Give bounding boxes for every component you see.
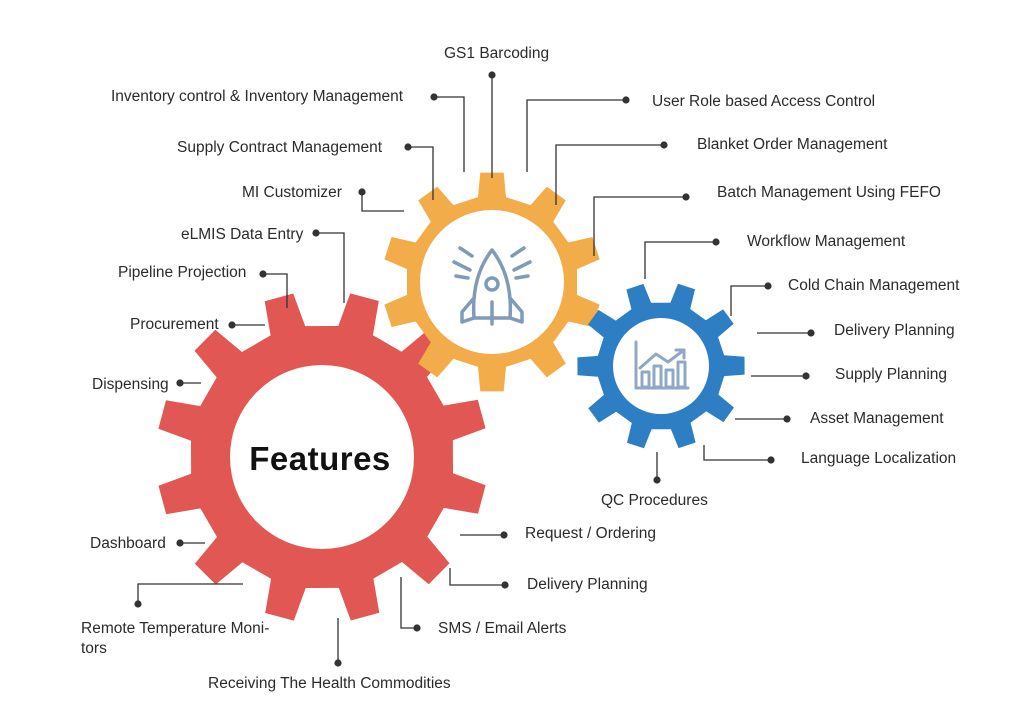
connector-line <box>408 146 434 200</box>
label-mi-customizer: MI Customizer <box>242 184 342 201</box>
label-elmis-data-entry: eLMIS Data Entry <box>181 226 304 243</box>
connector-dot <box>767 456 775 464</box>
label-delivery-planning-right: Delivery Planning <box>834 322 955 339</box>
growth-chart-icon <box>634 340 690 390</box>
connector-dot <box>134 600 142 608</box>
connector-line <box>730 285 768 316</box>
label-blanket-order: Blanket Order Management <box>697 136 888 153</box>
connector-dot <box>802 372 810 380</box>
connector-dot <box>807 329 815 337</box>
connector-dot <box>404 143 412 151</box>
connector-dot <box>430 93 438 101</box>
label-pipeline-projection: Pipeline Projection <box>118 264 247 281</box>
connector-dot <box>682 193 690 201</box>
red-gear <box>158 293 486 621</box>
connector-line <box>400 577 417 629</box>
connector-line <box>434 96 465 172</box>
label-remote-temperature-line2: tors <box>81 640 107 657</box>
label-sms-email-alerts: SMS / Email Alerts <box>438 620 567 637</box>
label-supply-planning: Supply Planning <box>835 366 948 383</box>
label-cold-chain: Cold Chain Management <box>788 277 960 294</box>
connector-line <box>361 192 404 212</box>
connector-dot <box>501 581 509 589</box>
connector-dot <box>358 188 366 196</box>
connector-dot <box>660 141 668 149</box>
connector-dot <box>764 282 772 290</box>
label-batch-management: Batch Management Using FEFO <box>717 184 941 201</box>
connector-dot <box>622 96 630 104</box>
connector-dot <box>228 321 236 329</box>
label-receiving-health-commodities: Receiving The Health Commodities <box>208 675 451 692</box>
rocket-icon <box>452 246 532 326</box>
label-dashboard: Dashboard <box>90 535 166 552</box>
connector-dot <box>712 238 720 246</box>
label-language-localization: Language Localization <box>801 450 957 467</box>
yellow-gear <box>384 172 600 392</box>
connector-lines <box>134 71 815 667</box>
label-dispensing: Dispensing <box>92 376 169 393</box>
page-title: Features <box>249 440 391 477</box>
connector-line <box>644 241 716 279</box>
label-request-ordering: Request / Ordering <box>525 525 656 542</box>
connector-line <box>263 273 288 308</box>
label-gs1-barcoding: GS1 Barcoding <box>444 45 550 62</box>
label-workflow-management: Workflow Management <box>747 233 906 250</box>
label-user-role: User Role based Access Control <box>652 93 876 110</box>
connector-line <box>316 232 345 303</box>
connector-dot <box>653 476 661 484</box>
connector-dot <box>259 270 267 278</box>
connector-dot <box>334 659 342 667</box>
label-asset-management: Asset Management <box>810 410 944 427</box>
connector-line <box>137 583 243 604</box>
gear-yellow-center <box>420 210 564 354</box>
connector-line <box>593 196 686 256</box>
connector-line <box>526 99 626 172</box>
connector-dot <box>783 415 791 423</box>
connector-line <box>555 144 664 205</box>
label-supply-contract: Supply Contract Management <box>177 139 383 156</box>
gear-red-center <box>230 365 414 549</box>
connector-dot <box>488 71 496 79</box>
connector-dot <box>176 379 184 387</box>
connector-line <box>703 445 771 461</box>
label-qc-procedures: QC Procedures <box>601 492 708 509</box>
connector-dot <box>312 229 320 237</box>
label-procurement: Procurement <box>130 316 219 333</box>
connector-dot <box>413 624 421 632</box>
label-delivery-planning-bottom: Delivery Planning <box>527 576 648 593</box>
connector-dot <box>500 531 508 539</box>
label-inventory-control: Inventory control & Inventory Management <box>111 88 404 105</box>
connector-line <box>449 568 505 586</box>
connector-dot <box>176 539 184 547</box>
label-remote-temperature-line1: Remote Temperature Moni- <box>81 620 270 637</box>
